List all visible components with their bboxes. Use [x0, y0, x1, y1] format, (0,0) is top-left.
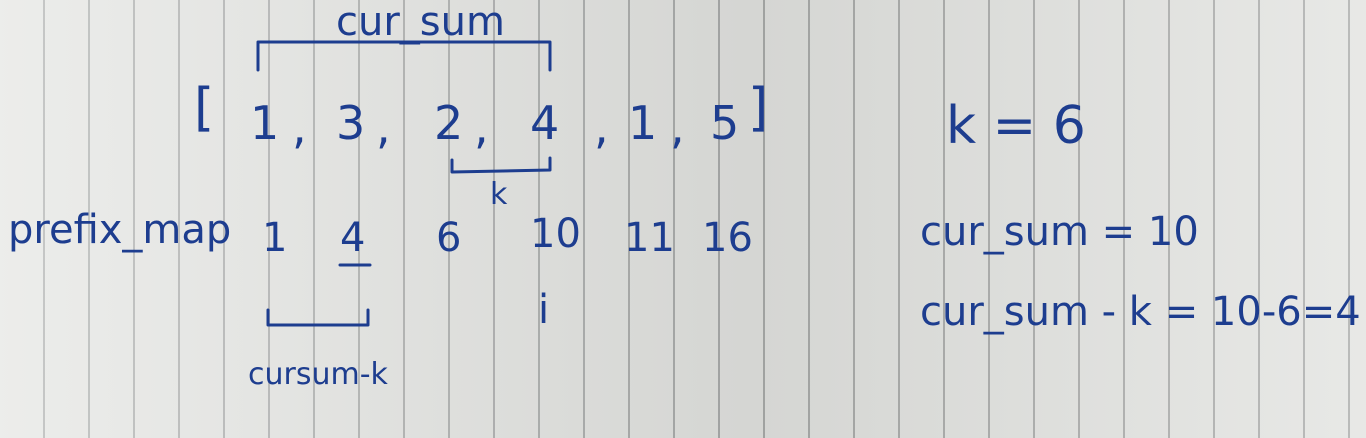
close-bracket: ]	[748, 78, 769, 138]
array-element: 4	[530, 96, 561, 150]
cursum-k-label: cursum-k	[248, 357, 388, 392]
difference-equation: cur_sum - k = 10-6=4	[920, 289, 1361, 335]
array-comma: ,	[474, 100, 490, 154]
prefix-value: 11	[624, 215, 675, 261]
i-label: i	[538, 287, 550, 333]
array-comma: ,	[670, 100, 686, 154]
cursum-k-bracket	[266, 308, 370, 327]
cur-sum-equation: cur_sum = 10	[920, 209, 1199, 255]
prefix-map-label: prefix_map	[8, 207, 232, 253]
array-element: 3	[336, 96, 367, 150]
k-bracket	[450, 156, 552, 174]
cur-sum-label: cur_sum	[336, 0, 505, 45]
prefix-value: 10	[530, 211, 581, 257]
array-comma: ,	[292, 100, 308, 154]
cur-sum-bracket	[256, 40, 552, 72]
prefix-value: 16	[702, 215, 753, 261]
k-marker: k	[490, 177, 508, 212]
prefix-value: 4	[340, 215, 366, 261]
prefix-value: 6	[436, 215, 462, 261]
array-comma: ,	[376, 100, 392, 154]
open-bracket: [	[194, 78, 215, 138]
k-equation: k = 6	[946, 96, 1086, 156]
array-element: 1	[250, 96, 281, 150]
array-comma: ,	[594, 100, 610, 154]
array-element: 5	[710, 96, 741, 150]
array-element: 1	[628, 96, 659, 150]
array-element: 2	[434, 96, 465, 150]
prefix-value: 1	[262, 215, 288, 261]
